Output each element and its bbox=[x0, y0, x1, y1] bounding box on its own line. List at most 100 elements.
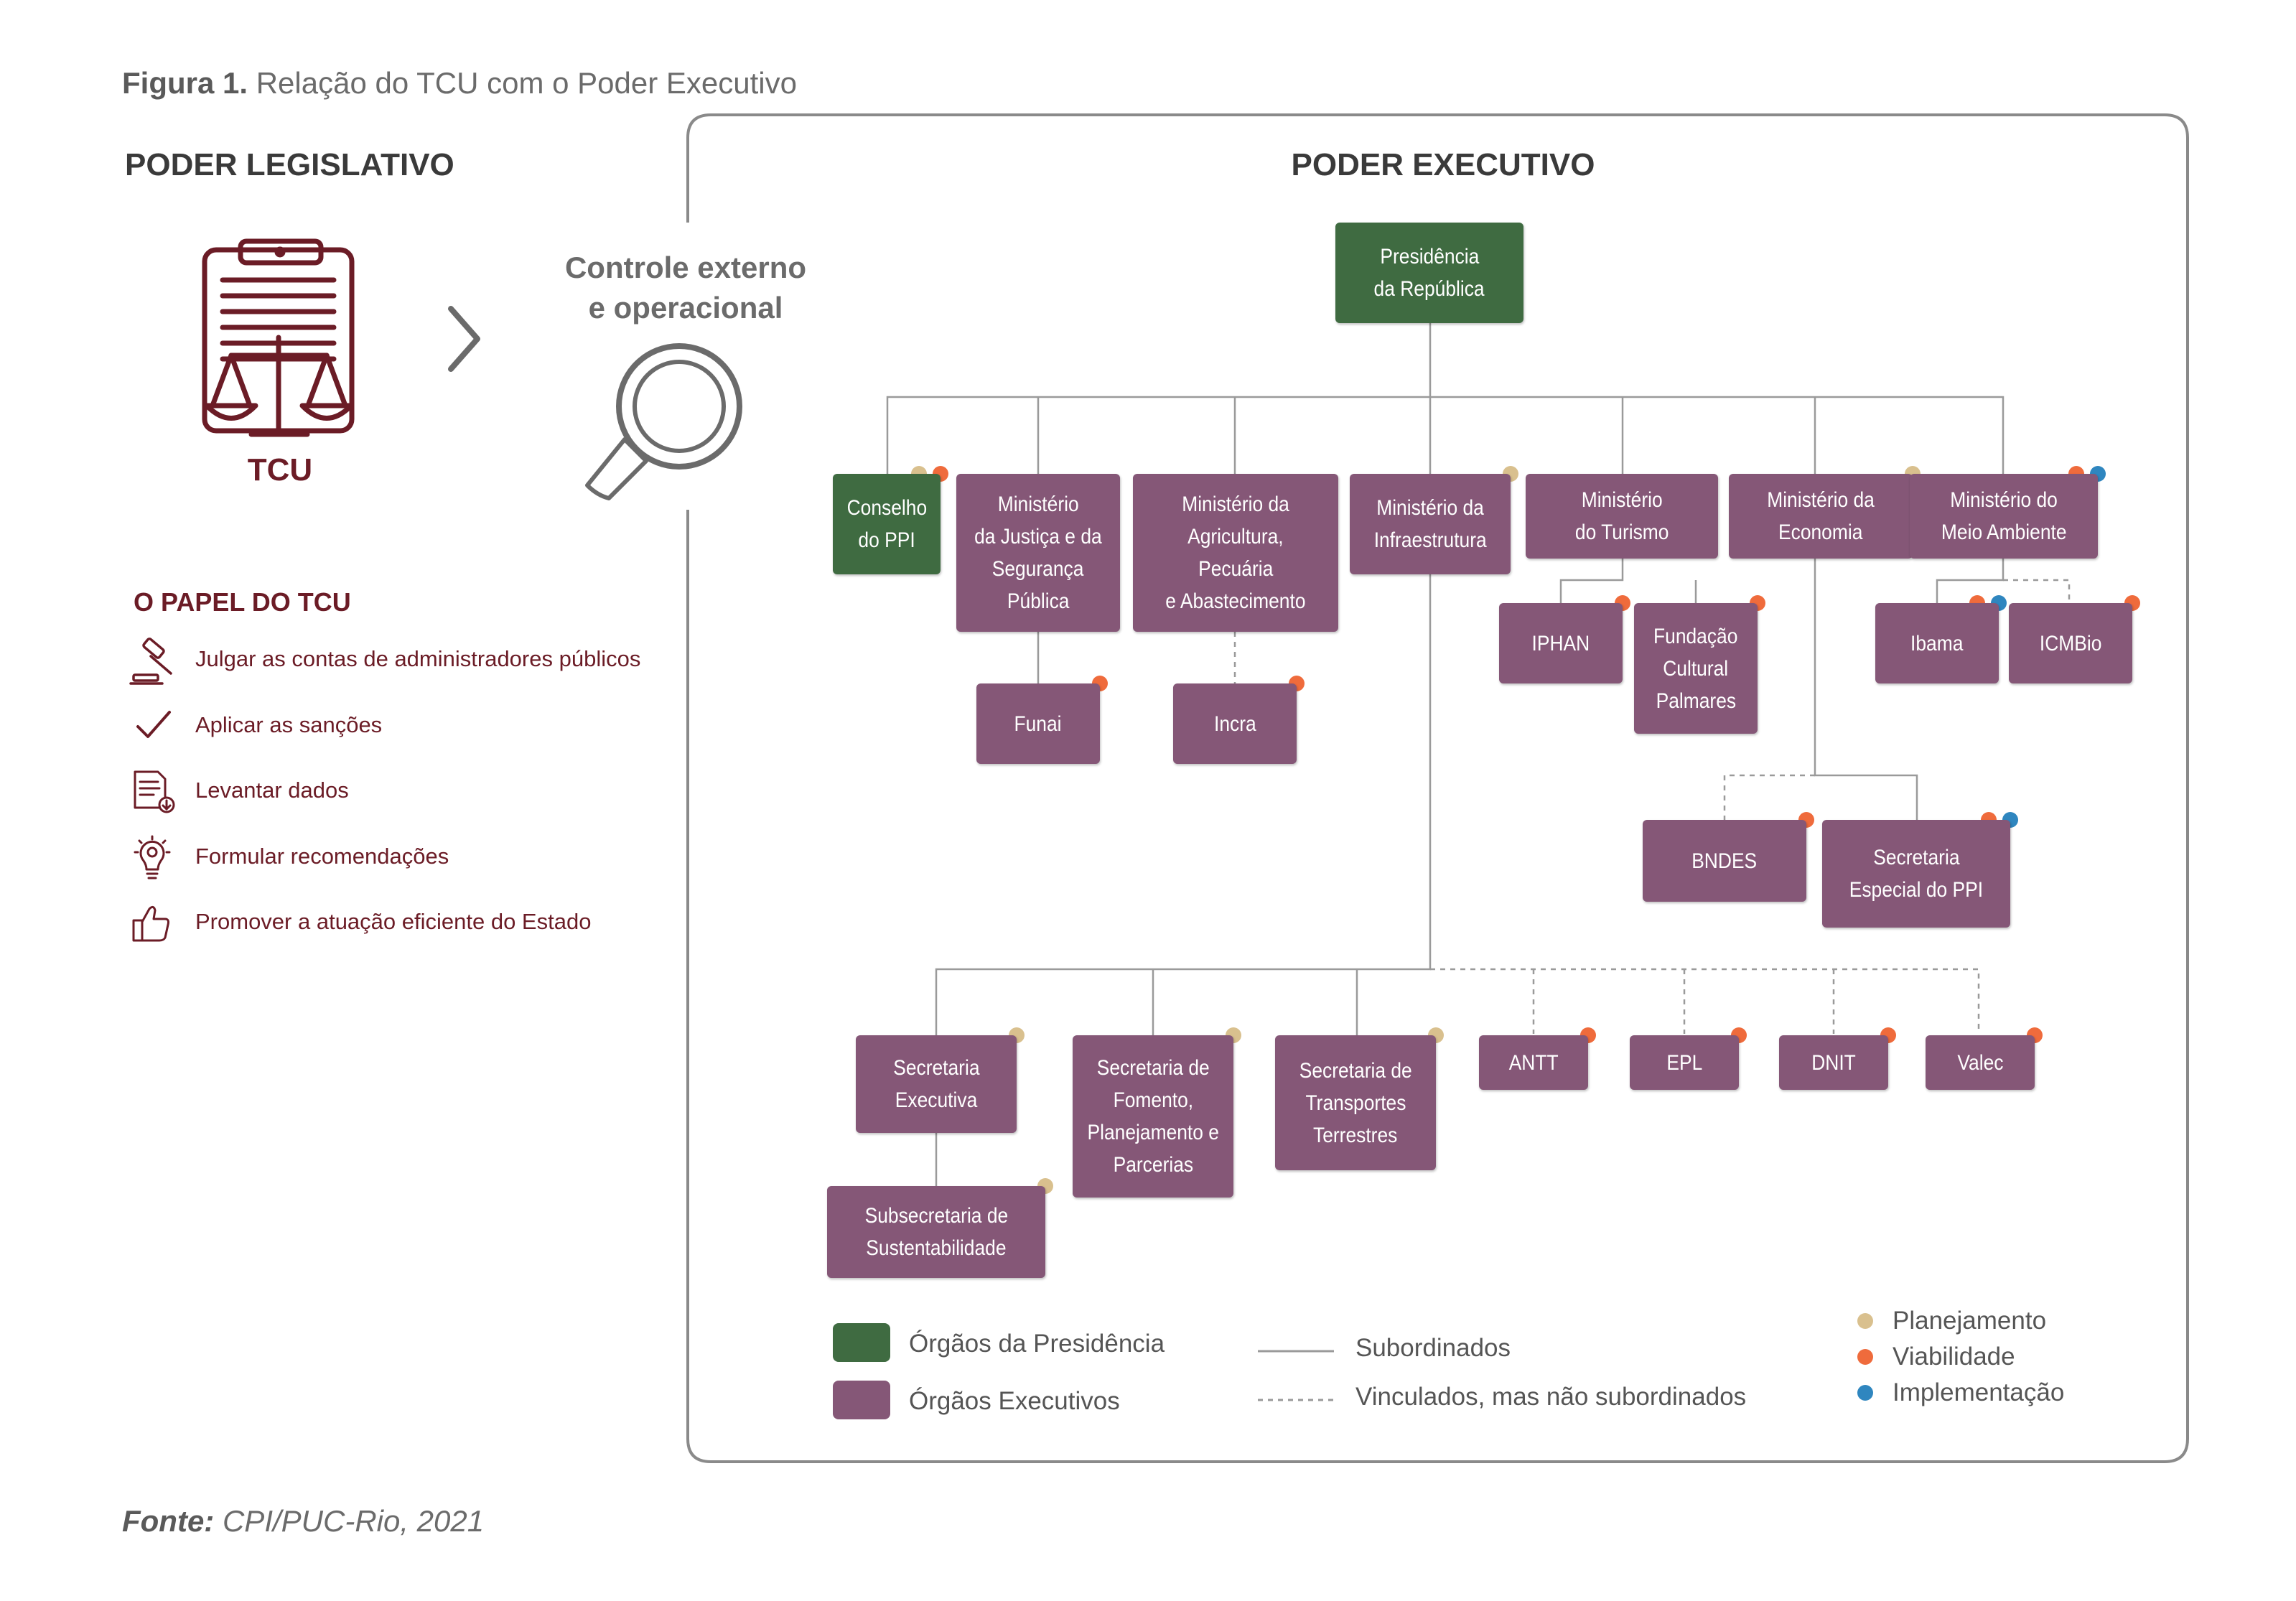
node-agricultura-label: Pecuária bbox=[1198, 557, 1274, 581]
node-funai: Funai bbox=[976, 683, 1100, 764]
node-ppi: Conselho do PPI bbox=[833, 474, 941, 574]
source-text: CPI/PUC-Rio, 2021 bbox=[222, 1504, 485, 1538]
node-subsec-label: Subsecretaria de bbox=[864, 1204, 1008, 1228]
legislativo-title: PODER LEGISLATIVO bbox=[125, 147, 454, 182]
node-infra: Ministério da Infraestrutura bbox=[1350, 474, 1511, 574]
node-iphan: IPHAN bbox=[1499, 603, 1623, 683]
node-economia-label: Economia bbox=[1778, 521, 1863, 544]
node-justica-label: Ministério bbox=[997, 493, 1079, 516]
node-meio: Ministério do Meio Ambiente bbox=[1910, 474, 2098, 559]
node-dnit-label: DNIT bbox=[1811, 1050, 1856, 1075]
node-funai-label: Funai bbox=[1014, 711, 1063, 736]
node-subsec-label: Sustentabilidade bbox=[866, 1236, 1007, 1260]
papel-item: Formular recomendações bbox=[129, 835, 689, 885]
node-epl-label: EPL bbox=[1666, 1050, 1702, 1075]
node-iphan-label: IPHAN bbox=[1531, 631, 1590, 655]
node-antt-label: ANTT bbox=[1508, 1050, 1559, 1075]
figure-title: Relação do TCU com o Poder Executivo bbox=[256, 66, 797, 100]
node-economia-label: Ministério da bbox=[1767, 488, 1875, 512]
node-palmares-label: Fundação bbox=[1653, 624, 1738, 648]
node-valec-label: Valec bbox=[1956, 1050, 2004, 1075]
papel-item-label: Julgar as contas de administradores públ… bbox=[195, 646, 641, 671]
node-fomento-label: Parcerias bbox=[1113, 1153, 1193, 1177]
document-icon bbox=[134, 770, 175, 813]
node-agricultura-label: Ministério da bbox=[1182, 493, 1289, 516]
source-note: Fonte: CPI/PUC-Rio, 2021 bbox=[122, 1504, 484, 1539]
executivo-title: PODER EXECUTIVO bbox=[1291, 147, 1595, 182]
control-line-1: Controle externo bbox=[564, 251, 807, 284]
papel-item: Aplicar as sanções bbox=[129, 704, 689, 754]
node-justica-label: Segurança bbox=[992, 557, 1084, 581]
node-icmbio: ICMBio bbox=[2009, 603, 2132, 683]
papel-item-label: Aplicar as sanções bbox=[195, 712, 383, 737]
node-infra-label: Ministério da bbox=[1376, 496, 1484, 520]
node-ppi-label: do PPI bbox=[858, 528, 915, 552]
node-dnit: DNIT bbox=[1779, 1035, 1888, 1090]
node-ibama: Ibama bbox=[1875, 603, 1999, 683]
node-turismo-label: do Turismo bbox=[1574, 521, 1669, 544]
figure-caption: Figura 1. Relação do TCU com o Poder Exe… bbox=[122, 66, 797, 101]
legend-swatch-purple bbox=[833, 1381, 890, 1419]
node-fomento-label: Secretaria de bbox=[1096, 1056, 1210, 1080]
node-epl: EPL bbox=[1630, 1035, 1739, 1090]
legend-label-implementacao: Implementação bbox=[1893, 1378, 2065, 1406]
node-presidencia-label: da República bbox=[1373, 277, 1485, 301]
control-line-2: e operacional bbox=[588, 291, 783, 325]
papel-item: Julgar as contas de administradores públ… bbox=[129, 638, 689, 688]
node-justica-label: da Justiça e da bbox=[974, 525, 1102, 549]
thumbs-up-icon bbox=[132, 905, 169, 942]
legend-label-executivos: Órgãos Executivos bbox=[909, 1387, 1120, 1415]
node-agricultura-label: Agricultura, bbox=[1187, 525, 1284, 549]
node-transportes-label: Terrestres bbox=[1313, 1123, 1398, 1147]
source-label: Fonte: bbox=[122, 1504, 215, 1538]
gavel-icon bbox=[129, 638, 172, 685]
node-justica-label: Pública bbox=[1007, 589, 1070, 613]
node-presidencia: Presidência da República bbox=[1335, 223, 1523, 323]
node-palmares-label: Cultural bbox=[1663, 656, 1729, 681]
node-sppi-label: Secretaria bbox=[1872, 846, 1960, 869]
node-ppi-label: Conselho bbox=[846, 496, 927, 520]
node-transportes-label: Secretaria de bbox=[1299, 1058, 1412, 1083]
legend-label-planejamento: Planejamento bbox=[1893, 1307, 2047, 1335]
node-subsec: Subsecretaria de Sustentabilidade bbox=[827, 1186, 1045, 1278]
node-bndes: BNDES bbox=[1643, 820, 1806, 902]
node-transportes-label: Transportes bbox=[1305, 1091, 1406, 1115]
node-sppi-label: Especial do PPI bbox=[1849, 878, 1984, 902]
node-turismo-label: Ministério bbox=[1581, 488, 1663, 512]
papel-item-label: Formular recomendações bbox=[195, 844, 449, 869]
figure-label: Figura 1. bbox=[122, 66, 248, 100]
node-palmares-label: Palmares bbox=[1656, 689, 1736, 713]
legend-label-viabilidade: Viabilidade bbox=[1893, 1343, 2015, 1371]
node-valec: Valec bbox=[1926, 1035, 2035, 1090]
papel-item-label: Promover a atuação eficiente do Estado bbox=[195, 909, 592, 934]
node-fomento-label: Fomento, bbox=[1113, 1088, 1193, 1112]
papel-item: Levantar dados bbox=[129, 769, 689, 819]
check-icon bbox=[136, 711, 171, 738]
node-economia: Ministério da Economia bbox=[1729, 474, 1913, 559]
node-infra-label: Infraestrutura bbox=[1373, 528, 1487, 552]
tcu-label: TCU bbox=[247, 452, 313, 487]
papel-item: Promover a atuação eficiente do Estado bbox=[129, 900, 689, 951]
papel-item-label: Levantar dados bbox=[195, 778, 349, 803]
node-agricultura-label: e Abastecimento bbox=[1165, 589, 1306, 613]
node-presidencia-label: Presidência bbox=[1380, 245, 1479, 269]
node-meio-label: Meio Ambiente bbox=[1941, 521, 2067, 544]
node-incra-label: Incra bbox=[1213, 711, 1256, 736]
legend-swatch-green bbox=[833, 1323, 890, 1362]
node-ibama-label: Ibama bbox=[1910, 631, 1964, 655]
node-turismo: Ministério do Turismo bbox=[1526, 474, 1718, 559]
legend-label-presidencia: Órgãos da Presidência bbox=[909, 1330, 1165, 1358]
legend-label-subordinados: Subordinados bbox=[1355, 1334, 1511, 1362]
control-text: Controle externo e operacional bbox=[535, 248, 836, 328]
node-secexec-label: Secretaria bbox=[892, 1056, 980, 1080]
node-meio-label: Ministério do bbox=[1950, 488, 2058, 512]
node-agricultura: Ministério da Agricultura, Pecuária e Abast… bbox=[1133, 474, 1338, 632]
legend-label-vinculados: Vinculados, mas não subordinados bbox=[1355, 1383, 1747, 1411]
node-antt: ANTT bbox=[1479, 1035, 1588, 1090]
